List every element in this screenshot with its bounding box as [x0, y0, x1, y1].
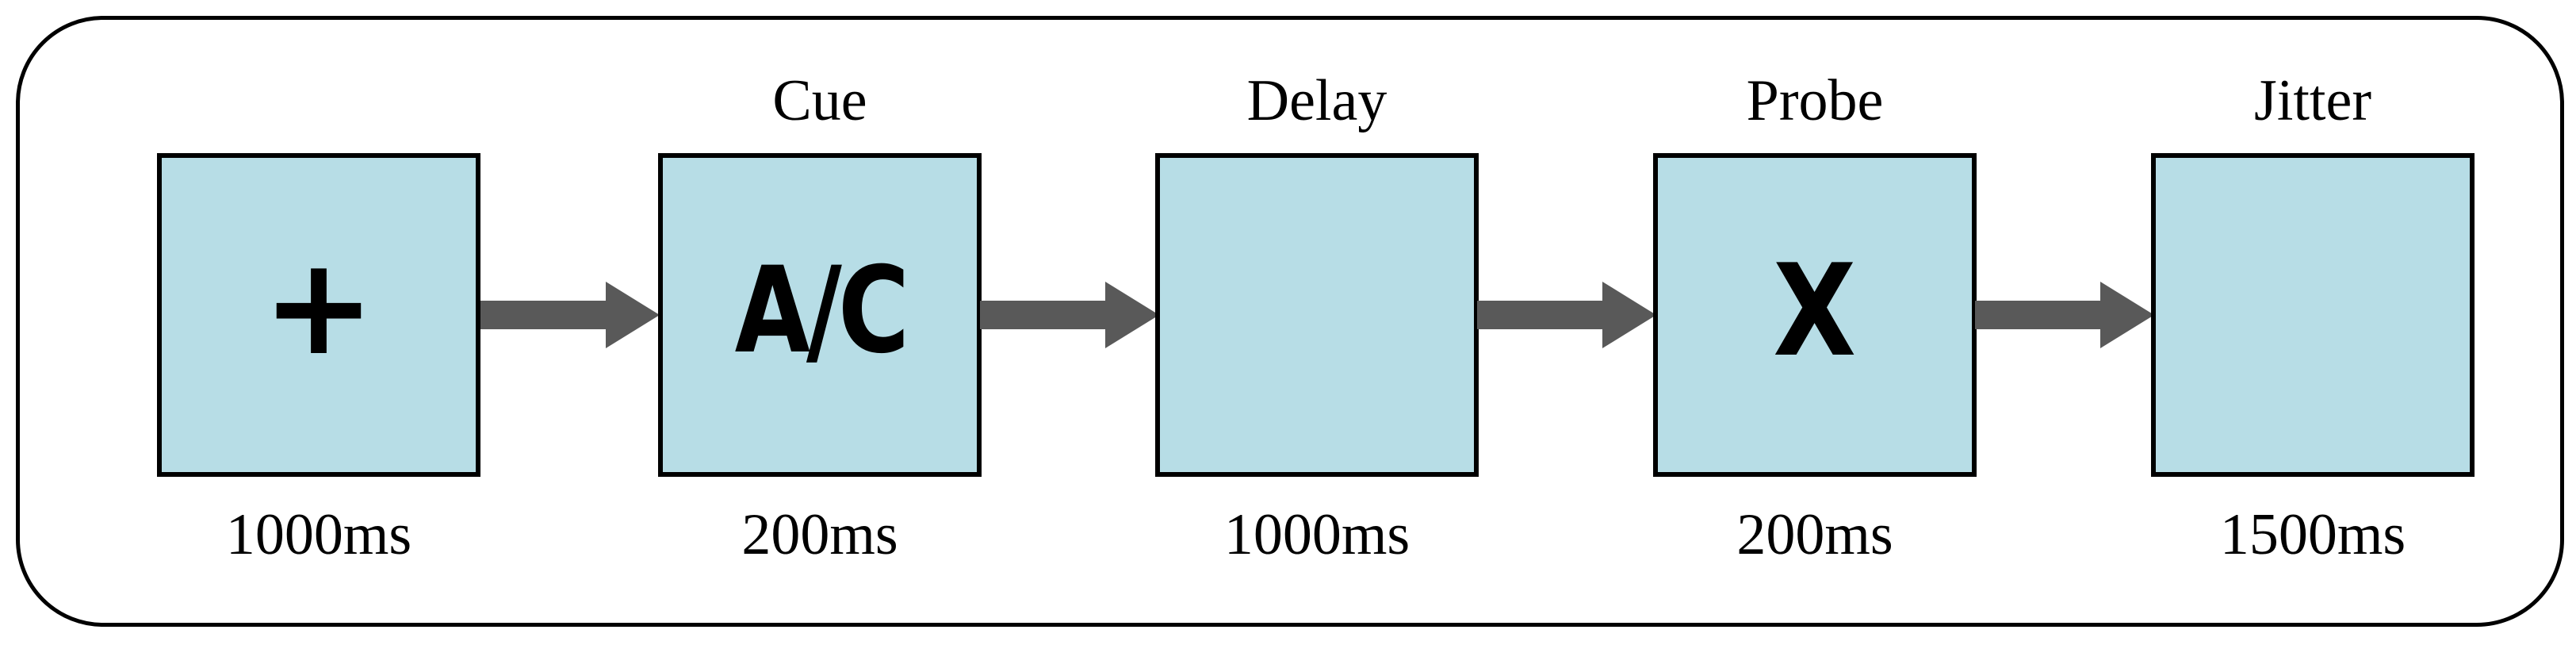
jitter-box [2151, 153, 2475, 477]
arrow-icon [480, 282, 660, 348]
delay-box [1155, 153, 1479, 477]
delay-duration: 1000ms [1223, 502, 1410, 567]
cue-label: Cue [772, 68, 867, 133]
arrow-icon [980, 282, 1159, 348]
arrow-icon [1975, 282, 2154, 348]
cue-stimulus: A/C [734, 242, 909, 380]
arrow-icon [1477, 282, 1656, 348]
probe-stimulus: X [1773, 236, 1857, 385]
probe-label: Probe [1746, 68, 1884, 133]
jitter-duration: 1500ms [2219, 502, 2406, 567]
cue-box: A/C [658, 153, 982, 477]
cue-duration: 200ms [741, 502, 898, 567]
probe-box: X [1653, 153, 1977, 477]
delay-label: Delay [1246, 68, 1388, 133]
jitter-label: Jitter [2254, 68, 2371, 133]
fixation-cross: + [262, 228, 376, 386]
fixation-box: + [157, 153, 480, 477]
fixation-duration: 1000ms [225, 502, 412, 567]
probe-duration: 200ms [1736, 502, 1893, 567]
